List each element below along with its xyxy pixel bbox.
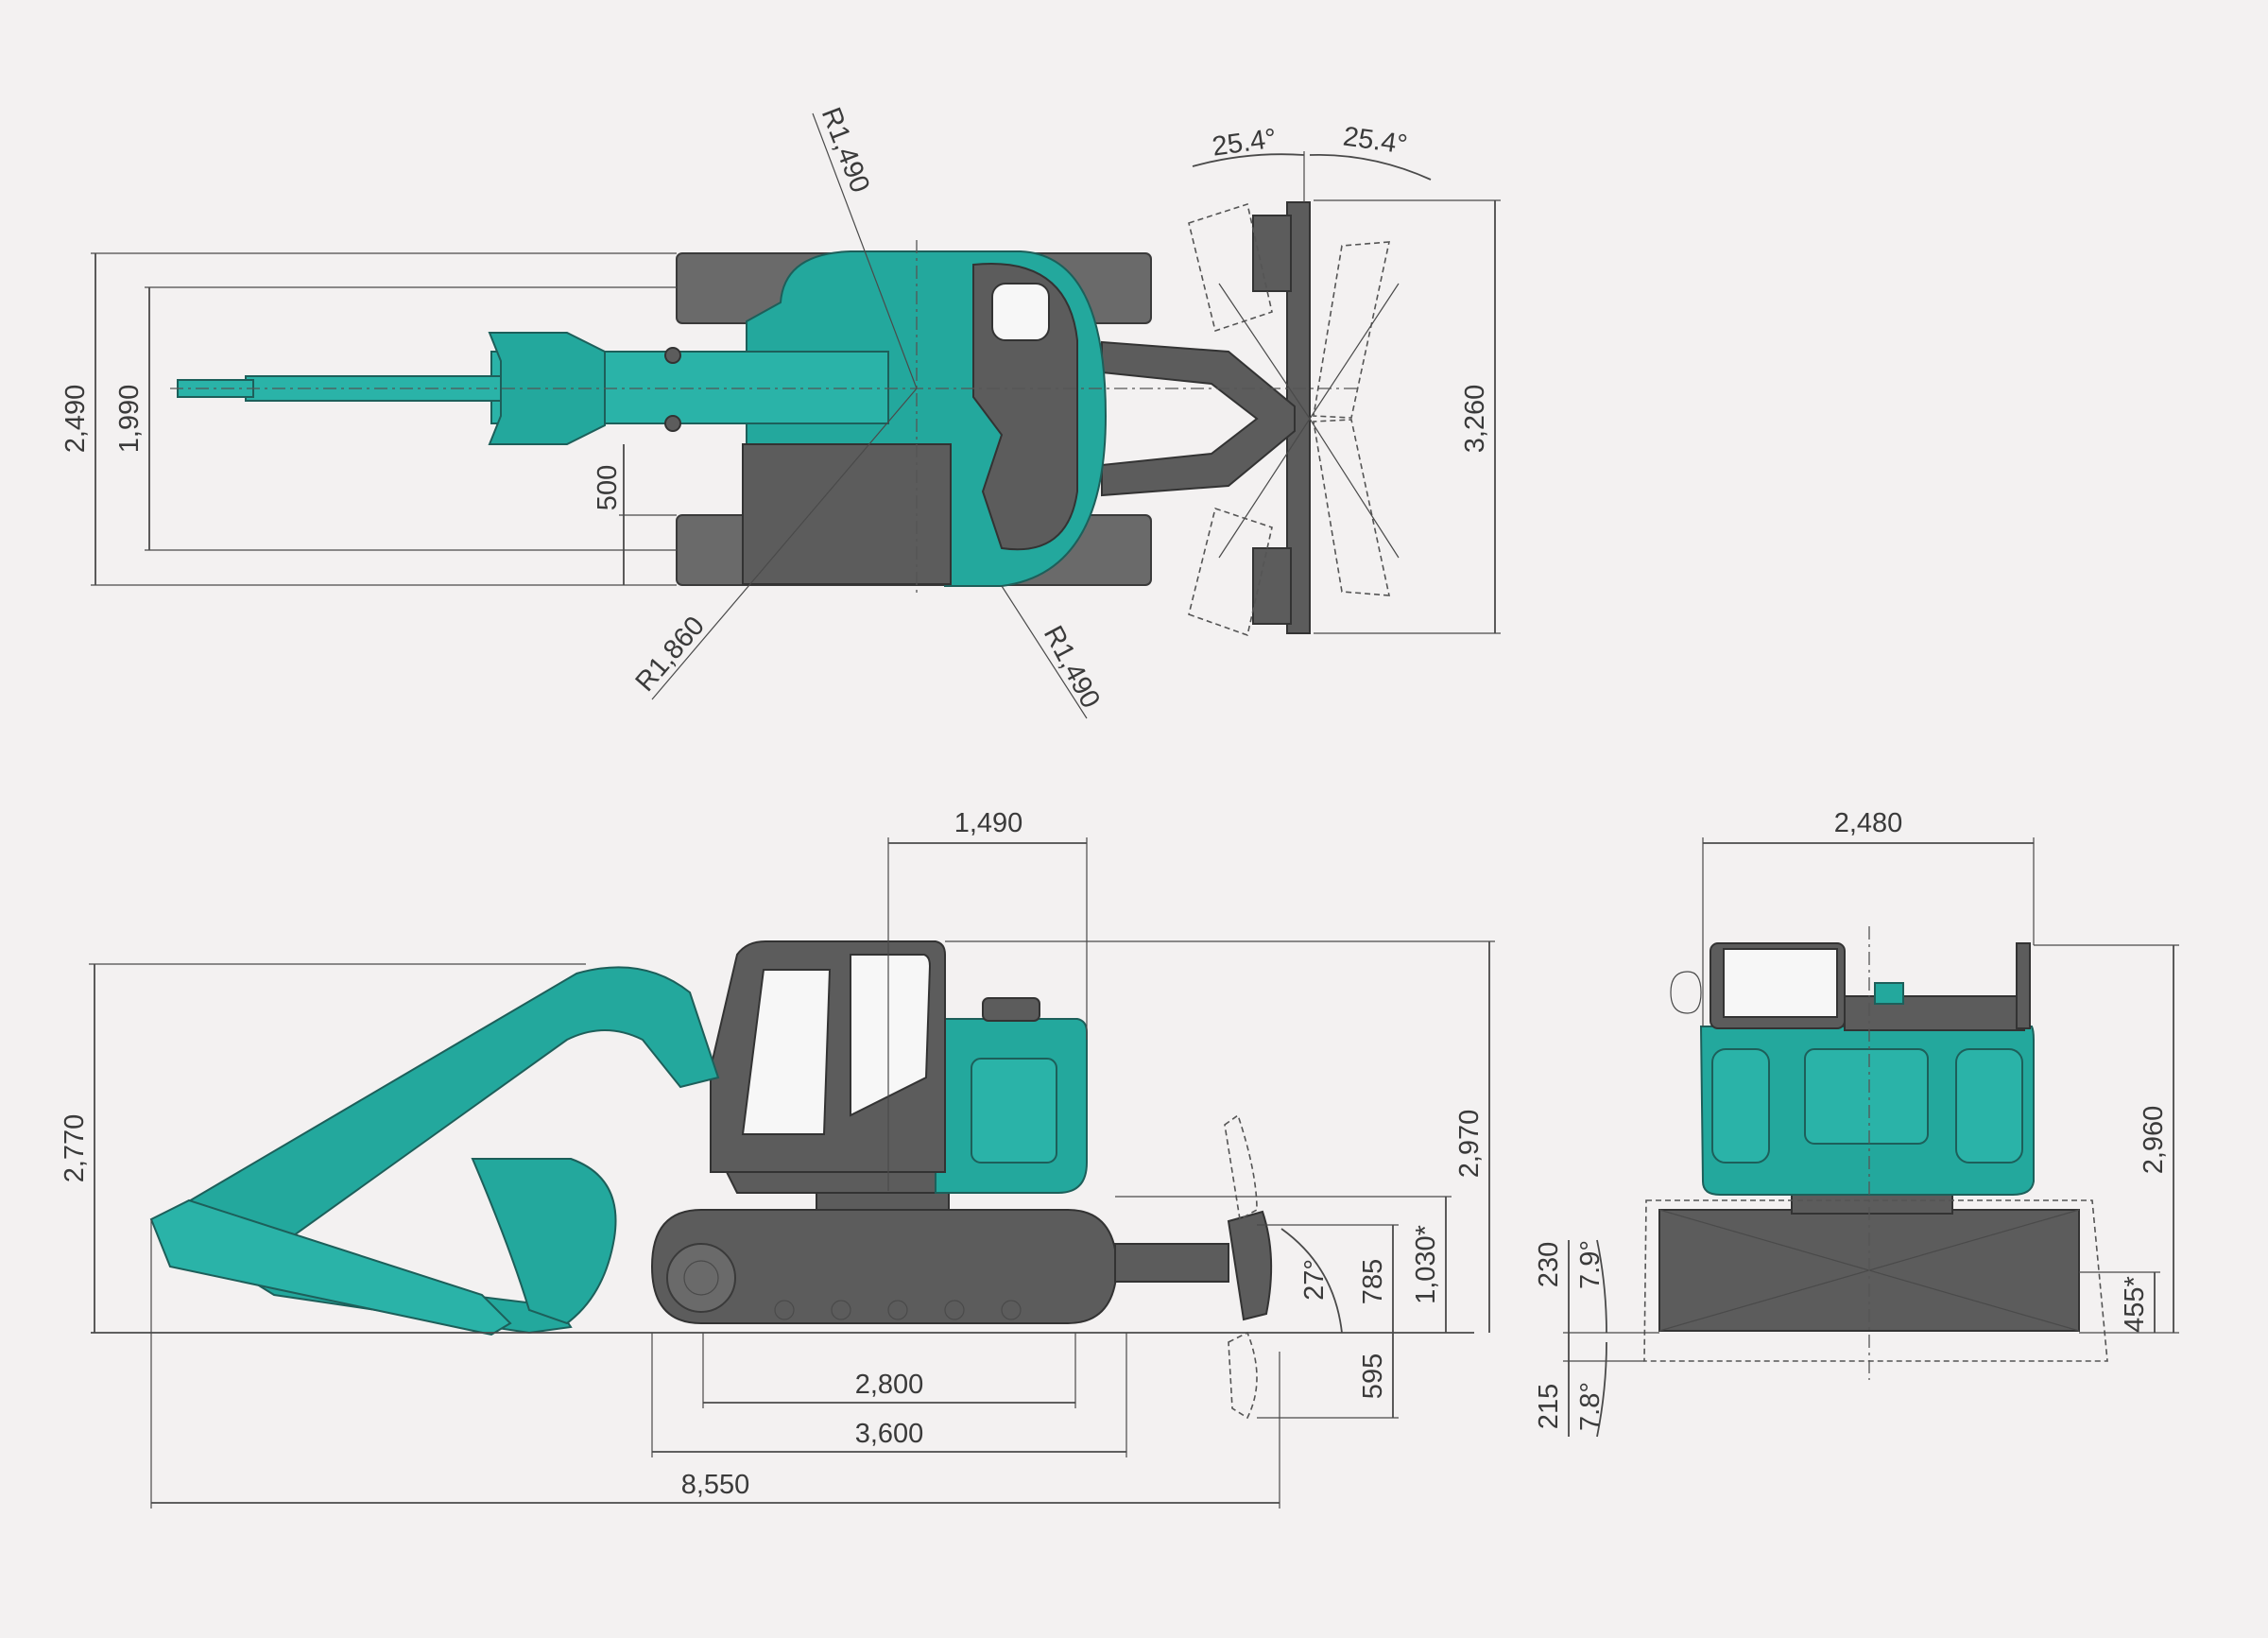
side-tumbler-distance-label: 2,800 xyxy=(855,1370,924,1400)
side-blade-arm xyxy=(1114,1243,1229,1283)
side-crawler xyxy=(650,1209,1119,1324)
front-blade-down-depth-label: 215 xyxy=(1534,1384,1564,1429)
side-boom xyxy=(153,966,720,1335)
side-blade-drop-label: 595 xyxy=(1358,1354,1388,1399)
side-cab-front-window xyxy=(741,969,832,1135)
side-arm xyxy=(149,1198,512,1336)
side-blade-lift-height-label: 785 xyxy=(1358,1259,1388,1304)
side-cab-door-window xyxy=(850,954,932,1117)
side-rollers xyxy=(774,1300,1022,1320)
side-engine-panel xyxy=(971,1058,1057,1164)
top-track-gauge-label: 1,990 xyxy=(114,385,145,454)
top-blade-width-label: 3,260 xyxy=(1460,385,1490,454)
top-radius-label-front: R1,860 xyxy=(629,611,711,698)
top-radius-label-upper: R1,490 xyxy=(816,103,875,197)
front-blade-up-angle-label: 7.9° xyxy=(1575,1240,1606,1289)
side-cab-height-label: 2,970 xyxy=(1454,1110,1485,1179)
front-blade-up-height-label: 230 xyxy=(1534,1242,1564,1287)
top-blade-swing xyxy=(1188,201,1400,637)
side-boom-height-label: 2,770 xyxy=(60,1114,90,1183)
front-turntable xyxy=(1791,1192,1953,1215)
front-blade-down-angle-label: 7.8° xyxy=(1575,1382,1606,1431)
top-shoe-label: 500 xyxy=(593,465,623,510)
front-blade-tilt-height-label: 455* xyxy=(2120,1276,2150,1333)
front-upper-width-label: 2,480 xyxy=(1834,808,1903,838)
top-engine-deck xyxy=(742,443,952,585)
top-radius-label-lower: R1,490 xyxy=(1038,621,1106,714)
top-blade-arm xyxy=(1101,340,1296,497)
top-swing-angle-left: 25.4° xyxy=(1211,124,1279,163)
top-overall-width-label: 2,490 xyxy=(60,385,91,454)
front-view: 2,480 2,960 455* 230 7.9° 215 7.8° xyxy=(1534,808,2179,1438)
side-blade-angle-label: 27° xyxy=(1299,1259,1330,1301)
side-overall-length-label: 8,550 xyxy=(681,1470,750,1500)
top-view: 2,490 1,990 500 R1,490 R1,860 R1,490 25.… xyxy=(60,103,1501,719)
top-swing-angle-right: 25.4° xyxy=(1341,122,1409,161)
side-crawler-length-label: 3,600 xyxy=(855,1419,924,1449)
side-blade xyxy=(1227,1210,1273,1321)
side-bucket xyxy=(471,1158,617,1325)
side-blade-lift-label: 1,030* xyxy=(1411,1225,1441,1304)
front-overall-height-label: 2,960 xyxy=(2139,1106,2169,1175)
side-tail-length-label: 1,490 xyxy=(954,808,1023,838)
top-cab-roof xyxy=(991,283,1050,341)
side-view: 1,490 2,770 2,970 1,030* 785 595 27° 2,8… xyxy=(60,808,1495,1509)
